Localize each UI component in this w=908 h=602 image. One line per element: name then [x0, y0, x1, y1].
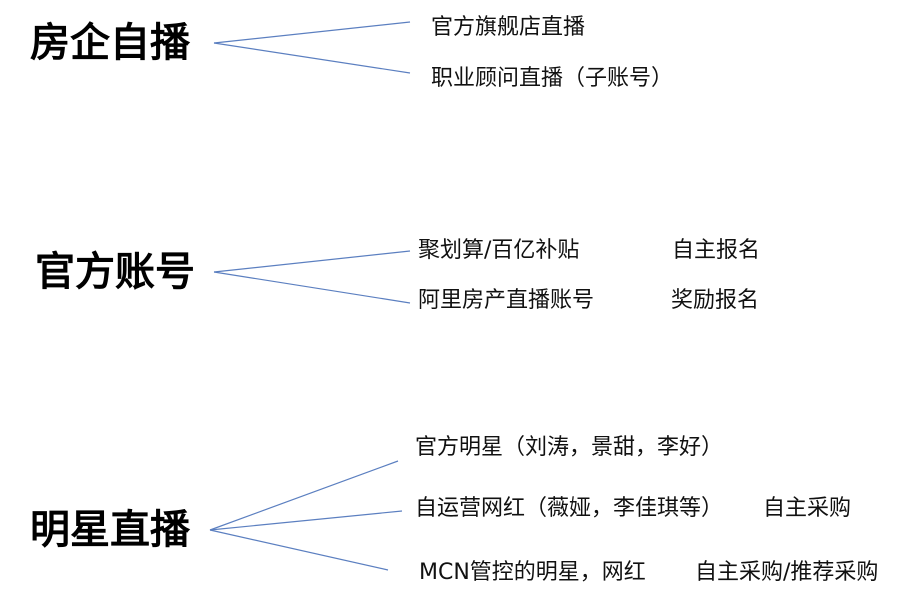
- branch-label-official-celebrities: 官方明星（刘涛，景甜，李好）: [415, 435, 724, 460]
- group-title-official-account: 官方账号: [35, 249, 195, 295]
- branch-label-self-run-influencers: 自运营网红（薇娅，李佳琪等）: [415, 496, 724, 521]
- group-title-celebrity-live: 明星直播: [30, 507, 190, 553]
- connector-line-celebrity-official: [209, 460, 399, 531]
- branch-note-self-or-recommended-purchase: 自主采购/推荐采购: [695, 560, 879, 585]
- branch-note-reward-signup: 奖励报名: [671, 288, 760, 313]
- branch-note-self-purchase: 自主采购: [763, 496, 852, 521]
- connector-line-official-ali-house: [213, 271, 411, 304]
- branch-label-flagship-live: 官方旗舰店直播: [431, 15, 586, 40]
- connector-line-celebrity-mcn: [209, 529, 389, 571]
- branch-label-mcn-managed: MCN管控的明星，网红: [419, 560, 646, 585]
- branch-label-consultant-live: 职业顾问直播（子账号）: [431, 66, 674, 91]
- branch-label-ali-house-live: 阿里房产直播账号: [418, 288, 595, 313]
- group-title-owner-live: 房企自播: [30, 20, 190, 66]
- branch-note-self-signup: 自主报名: [672, 238, 761, 263]
- connector-line-owner-flagship: [213, 21, 411, 44]
- connector-line-celebrity-influencer: [209, 510, 403, 531]
- connector-line-official-juhuasuan: [213, 250, 411, 273]
- branch-label-juhuasuan: 聚划算/百亿补贴: [418, 238, 580, 263]
- connector-line-owner-consultant: [213, 42, 411, 74]
